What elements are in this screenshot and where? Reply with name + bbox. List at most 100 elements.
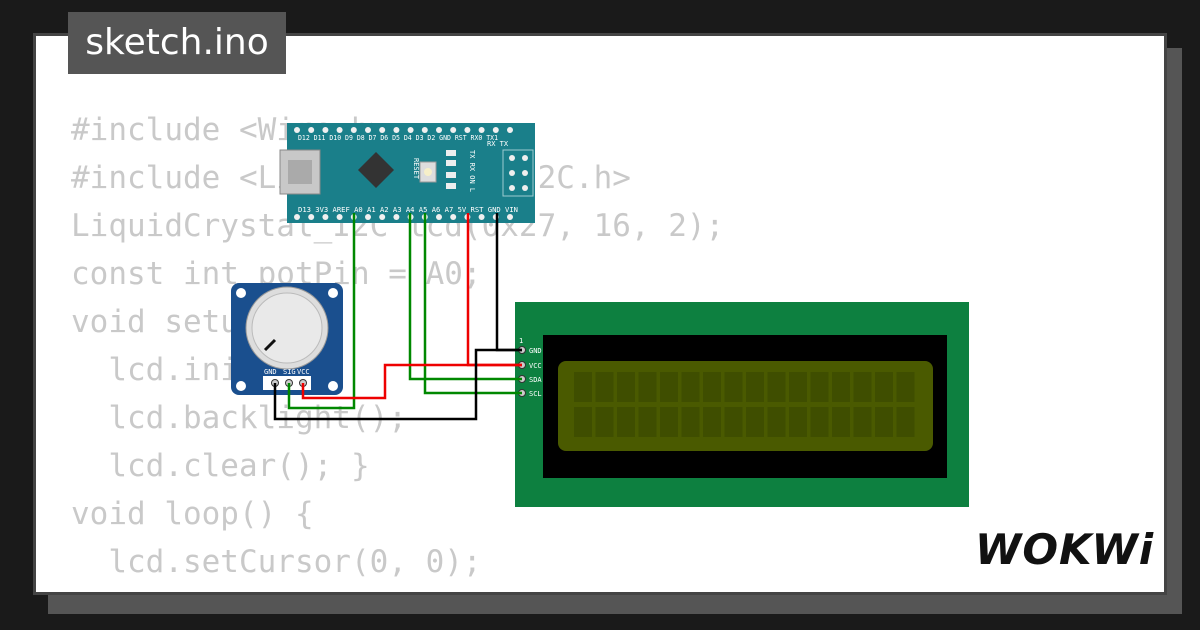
header-pin[interactable] [379,127,386,133]
arduino-nano[interactable]: RESET TX RX ON L RX TX D12 D11 D10 D9 D8… [279,123,535,223]
lcd-cell [617,372,635,402]
lcd-pin1-marker: 1 [519,337,523,345]
code-line: lcd.setCursor(0, 0); [71,544,482,580]
wire-vcc-5v[interactable] [466,213,522,367]
header-pin[interactable] [492,127,499,133]
header-pin[interactable] [336,214,343,220]
pot-pin-label: VCC [297,368,310,376]
header-pin[interactable] [436,127,442,133]
lcd-cell [724,372,743,402]
arduino-board [287,123,535,223]
lcd-cell [595,407,614,437]
header-pin[interactable] [294,127,300,133]
header-pin[interactable] [294,214,300,220]
header-pin[interactable] [365,214,371,220]
lcd-cell [789,372,807,402]
header-pin[interactable] [308,214,315,220]
lcd-cell [617,407,635,437]
lcd-cell [595,372,614,402]
lcd-cell [681,372,700,402]
lcd-cell [810,372,829,402]
mount-hole [328,381,338,391]
pot-pin-label: SIG [283,368,296,376]
pot-indicator [263,338,277,352]
wire-sda-a4[interactable] [408,213,522,381]
header-pin[interactable] [322,214,329,220]
header-pin[interactable] [322,127,329,133]
lcd-cell [896,407,915,437]
potentiometer[interactable]: GND SIG VCC [231,283,343,395]
icsp-header [502,149,534,197]
header-pin[interactable] [308,127,315,133]
lcd-cell [853,407,872,437]
lcd-cell [875,372,893,402]
lcd-pin-label: SDA [529,376,542,384]
lcd-cell [832,407,850,437]
lcd-cell [875,407,893,437]
lcd-cell [724,407,743,437]
header-pin[interactable] [407,127,414,133]
lcd-cell [681,407,700,437]
usb-port-inner [288,160,312,184]
header-pin[interactable] [365,127,371,133]
lcd-pin-label: GND [529,347,542,355]
wokwi-logo: WOKWi [975,525,1155,574]
wires [273,213,522,421]
header-pin[interactable] [507,127,513,133]
icsp-pin [509,155,515,161]
lcd-cell [703,372,721,402]
lcd-cell [853,372,872,402]
header-pin[interactable] [507,214,513,220]
mcu-chip [358,152,394,188]
led-tx [446,150,456,156]
led-rx [446,160,456,166]
pot-knob[interactable] [251,292,323,364]
header-pin[interactable] [478,214,485,220]
lcd-cell [638,407,657,437]
icsp-pin [522,155,528,161]
arduino-top-header [294,127,513,133]
lcd-cell [789,407,807,437]
header-pin[interactable] [393,127,400,133]
header-pin[interactable] [450,214,457,220]
bottom-pin-labels: D13 3V3 AREF A0 A1 A2 A3 A4 A5 A6 A7 5V … [298,206,518,214]
led-labels: TX RX ON L [468,150,476,192]
header-pin[interactable] [393,214,400,220]
header-pin[interactable] [350,127,357,133]
lcd-cell-grid [574,372,915,437]
reset-label: RESET [412,158,420,180]
lcd-cell [746,407,764,437]
header-pin[interactable] [336,127,343,133]
icsp-pin [522,185,528,191]
lcd-cell [703,407,721,437]
header-pin[interactable] [478,127,485,133]
mount-hole [236,288,246,298]
wire-pot-vcc[interactable] [301,363,522,400]
icsp-pin [509,170,515,176]
icsp-pin [509,185,515,191]
lcd-cell [574,407,592,437]
top-pin-labels: D12 D11 D10 D9 D8 D7 D6 D5 D4 D3 D2 GND … [298,134,498,142]
lcd-cell [638,372,657,402]
lcd-cell [746,372,764,402]
lcd-cell [896,372,915,402]
wire-scl-a5[interactable] [423,213,522,395]
header-pin[interactable] [464,127,471,133]
reset-button-cap[interactable] [424,168,432,176]
lcd-pin-label: VCC [529,362,542,370]
lcd-pin-label: SCL [529,390,542,398]
code-line: lcd.clear(); } [71,448,370,484]
mount-hole [236,381,246,391]
serial-labels: RX TX [487,140,509,148]
header-pin[interactable] [421,127,428,133]
header-pin[interactable] [436,214,442,220]
wire-pot-sig-a0[interactable] [287,213,356,410]
header-pin[interactable] [379,214,386,220]
lcd-display[interactable]: 1 GND VCC SDA SCL [515,302,969,507]
led-l [446,183,456,189]
header-pin[interactable] [450,127,457,133]
wire-pot-gnd[interactable] [273,348,522,421]
lcd-cell [810,407,829,437]
code-line: void loop() { [71,496,314,532]
